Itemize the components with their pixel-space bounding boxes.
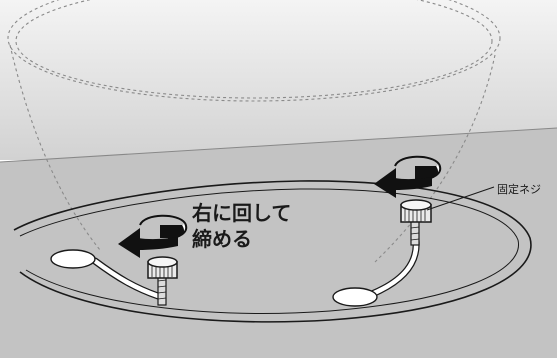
instruction-caption: 右に回して 締める [192,200,291,252]
screw-callout-label: 固定ネジ [497,183,541,196]
bowl-outline [7,0,501,263]
surface-edge-line [0,127,557,163]
left-slot [50,249,162,300]
instruction-line-1: 右に回して [192,201,292,225]
right-slot [332,236,420,307]
instruction-line-2: 締める [192,227,252,251]
mounting-ring [13,180,532,323]
thumb-screw-icon [400,199,432,246]
rotate-clockwise-arrow-icon [374,155,442,198]
thumb-screw-icon [147,256,178,306]
callout-leader-line [426,186,495,211]
rotate-clockwise-arrow-icon [118,214,188,258]
